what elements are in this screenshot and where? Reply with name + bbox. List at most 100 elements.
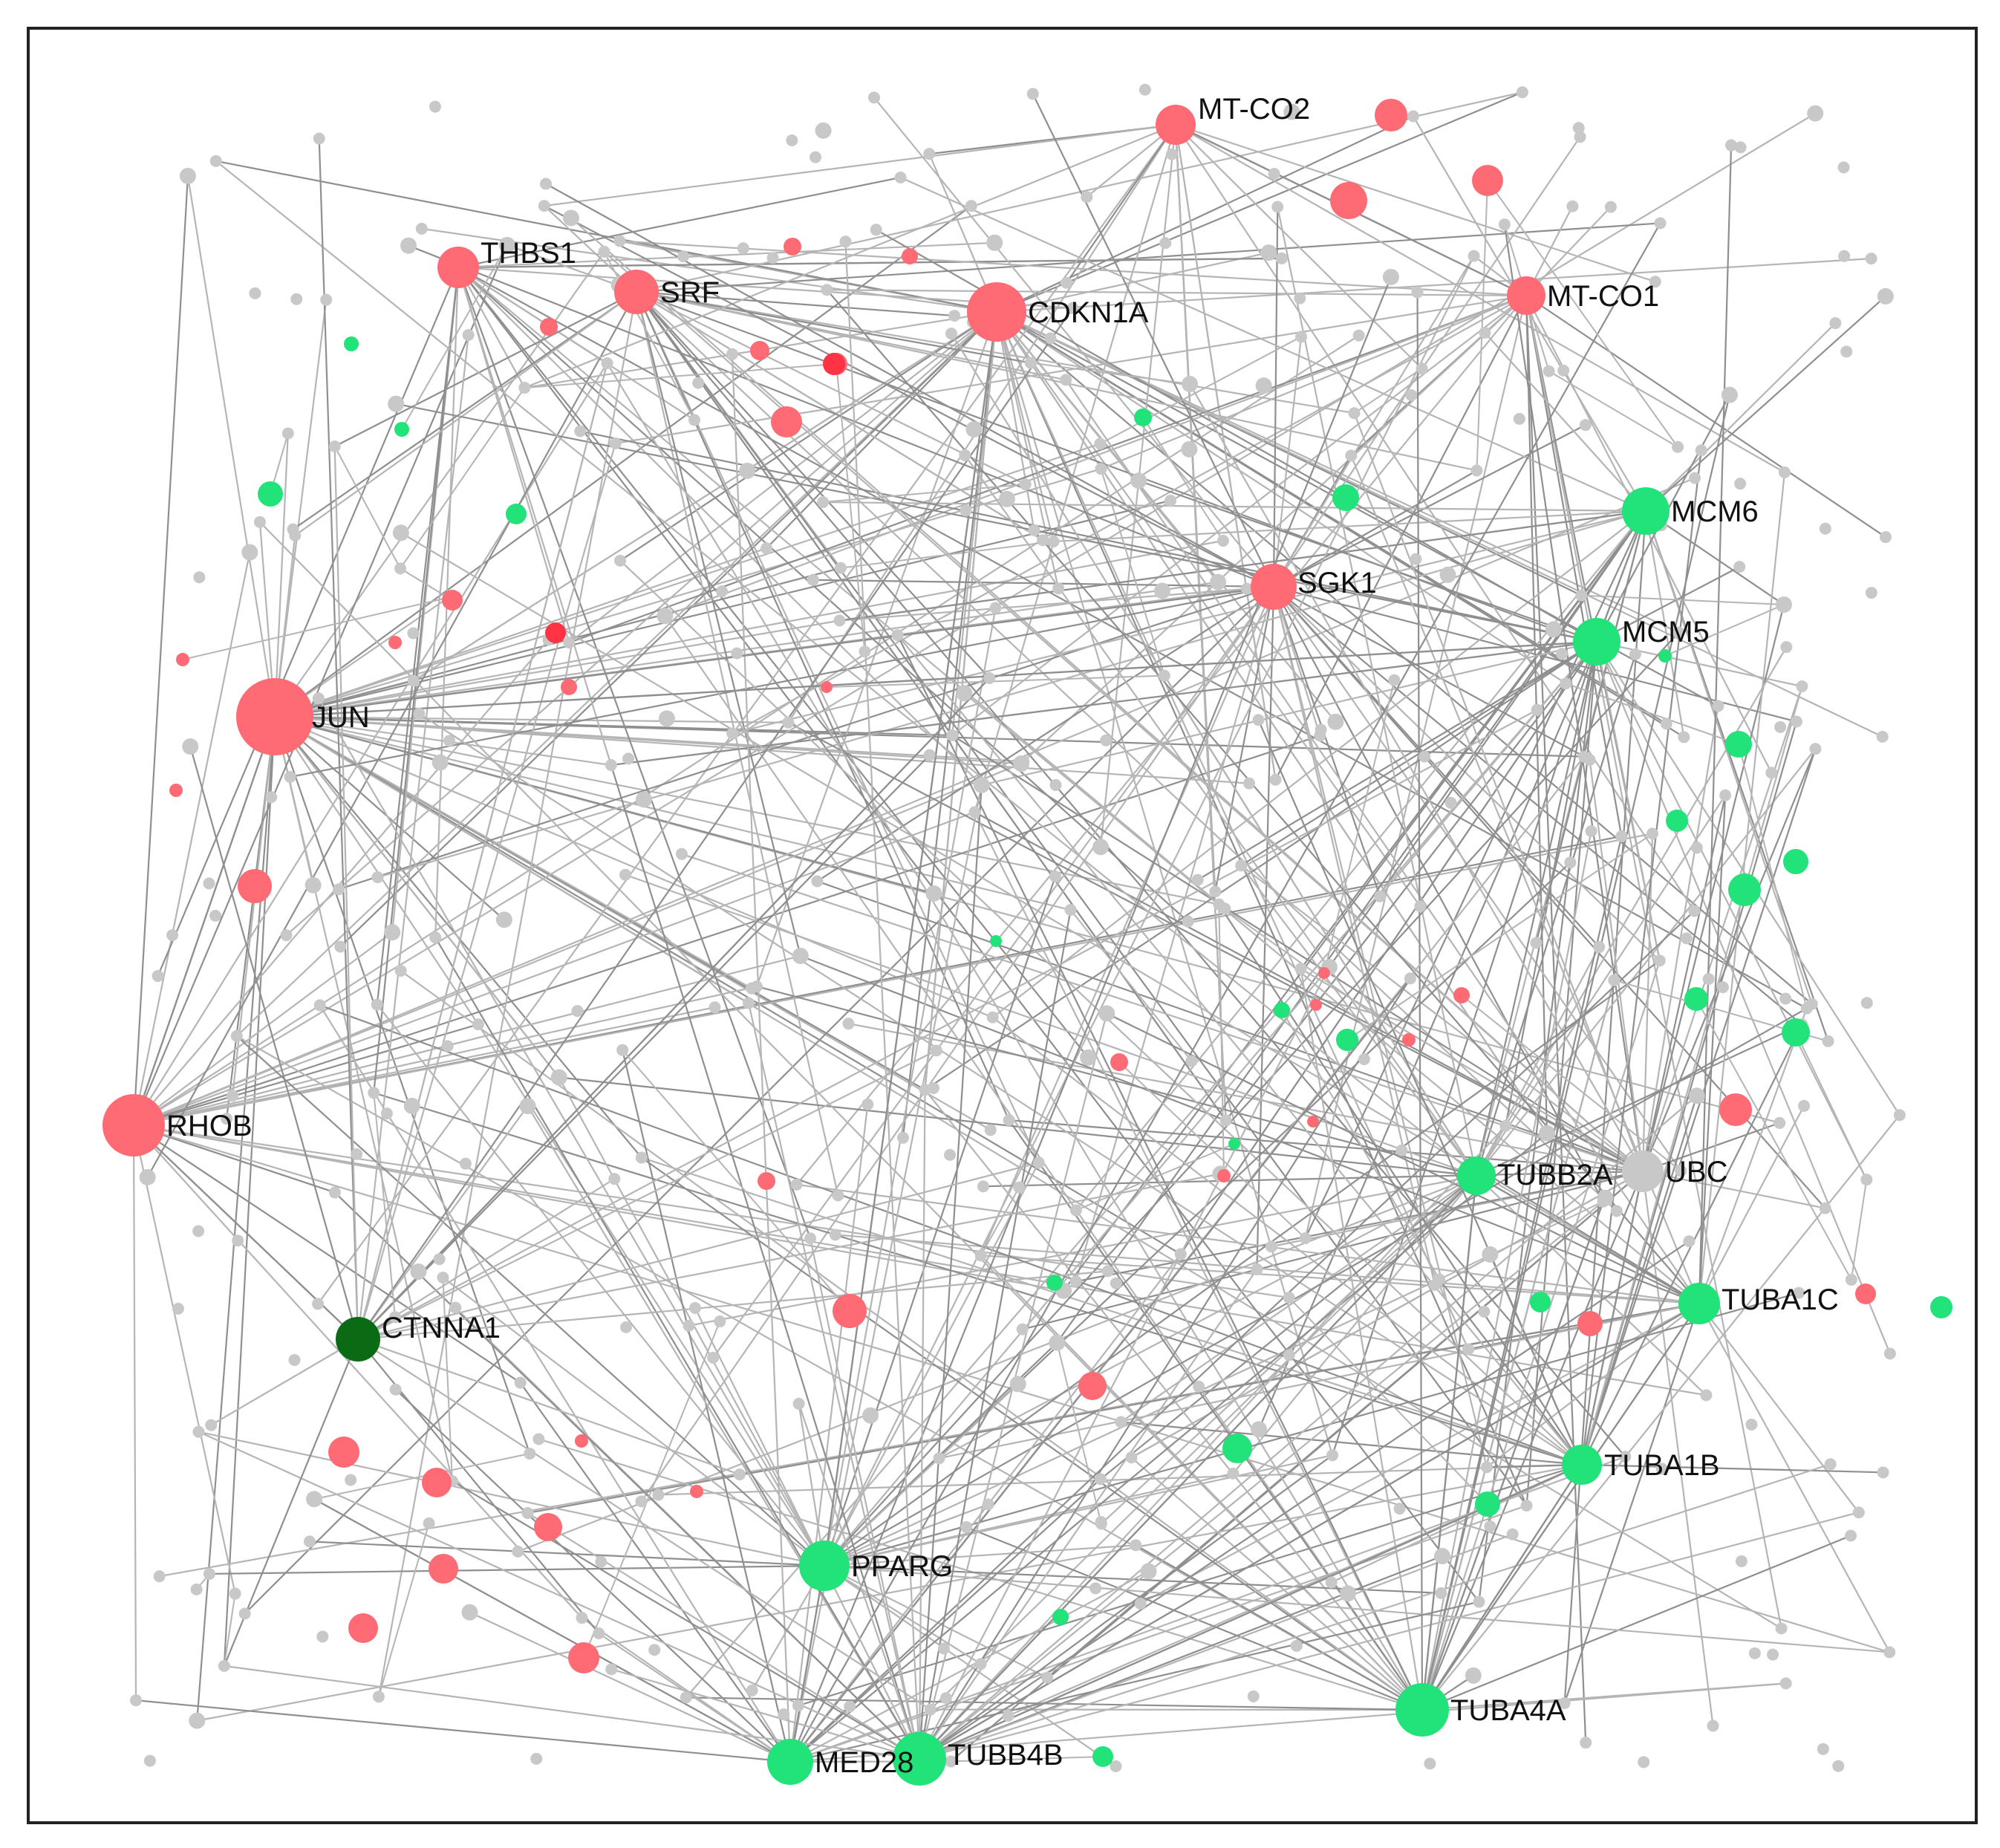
network-edge <box>824 1564 1890 1653</box>
network-edge <box>983 1170 1644 1188</box>
network-edge <box>182 596 449 660</box>
neutral-node <box>982 1498 994 1511</box>
network-edge <box>810 1238 921 1760</box>
neutral-node <box>1479 326 1491 339</box>
network-edge <box>789 1478 1101 1763</box>
network-edge <box>132 1125 236 1594</box>
neutral-node <box>1564 856 1577 869</box>
neutral-node <box>1796 680 1808 693</box>
downregulated-node <box>1658 649 1672 663</box>
neutral-node <box>1165 494 1177 507</box>
neutral-node <box>1800 1002 1813 1015</box>
network-edge <box>478 1024 825 1566</box>
node-label-rhob: RHOB <box>166 1110 253 1142</box>
network-edge <box>636 290 955 317</box>
neutral-node <box>609 437 622 449</box>
network-edge <box>1487 180 1678 448</box>
network-edge <box>694 1307 920 1760</box>
network-edge <box>1277 206 1478 1177</box>
downregulated-node <box>394 422 409 437</box>
neutral-node <box>1003 1114 1015 1127</box>
neutral-node <box>614 554 627 567</box>
neutral-node <box>731 647 743 660</box>
neutral-node <box>1773 1116 1786 1129</box>
neutral-node <box>792 947 809 964</box>
neutral-node <box>519 1098 536 1115</box>
network-edge <box>356 334 469 1340</box>
network-edge <box>1218 903 1410 1041</box>
network-edge <box>1525 641 1598 1506</box>
neutral-node <box>925 885 942 902</box>
network-edge <box>789 910 1696 1763</box>
network-edge <box>132 175 189 1126</box>
neutral-node <box>1530 937 1543 949</box>
downregulated-node <box>1475 1491 1500 1517</box>
network-edge <box>824 966 1330 1566</box>
neutral-node <box>1185 1055 1198 1067</box>
neutral-node <box>1013 1181 1026 1194</box>
neutral-node <box>859 645 871 658</box>
neutral-node <box>1013 755 1030 772</box>
neutral-node <box>429 100 441 113</box>
neutral-node <box>371 998 383 1011</box>
downregulated-node <box>344 336 359 351</box>
hub-node-mt-co1 <box>1507 276 1545 315</box>
network-edge <box>712 586 1274 1359</box>
neutral-node <box>1672 440 1684 453</box>
network-edge <box>610 1668 920 1760</box>
neutral-node <box>1498 218 1511 231</box>
hub-node-cdkn1a <box>967 282 1026 342</box>
neutral-node <box>1809 743 1822 755</box>
neutral-node <box>945 1755 957 1768</box>
node-label-med28: MED28 <box>815 1746 913 1779</box>
network-edge <box>835 363 866 652</box>
neutral-node <box>290 293 303 305</box>
neutral-node <box>1700 1389 1713 1402</box>
neutral-node <box>1619 1451 1632 1463</box>
downregulated-node <box>258 481 283 507</box>
neutral-node <box>1646 827 1659 840</box>
network-edge <box>1475 654 1637 1177</box>
network-edge <box>636 222 1661 293</box>
network-edge <box>1288 1297 1488 1505</box>
network-edge <box>919 1175 1477 1760</box>
network-edge <box>1273 256 1475 588</box>
network-edge <box>357 754 931 1340</box>
network-edge <box>1580 1095 1698 1465</box>
neutral-node <box>232 1234 244 1247</box>
neutral-node <box>1779 992 1792 1005</box>
neutral-node <box>218 1659 230 1672</box>
network-edge <box>1421 1175 1478 1711</box>
network-edge <box>896 634 1583 1465</box>
neutral-node <box>312 692 325 705</box>
network-edge <box>817 880 1644 1173</box>
neutral-node <box>1716 981 1729 994</box>
network-edge <box>273 433 289 718</box>
neutral-node <box>1028 524 1040 536</box>
network-edge <box>309 1540 825 1567</box>
network-edge <box>1644 510 1685 738</box>
upregulated-node <box>758 1172 775 1190</box>
neutral-node <box>524 1448 536 1460</box>
neutral-node <box>1531 703 1543 716</box>
neutral-node <box>1893 1109 1906 1122</box>
network-edge <box>313 1498 791 1763</box>
hub-node-ubc <box>1622 1151 1664 1192</box>
network-edge <box>1698 145 1733 1304</box>
neutral-node <box>867 91 880 104</box>
network-edge <box>919 1512 1860 1760</box>
upregulated-node <box>176 653 189 666</box>
neutral-node <box>1837 161 1850 174</box>
neutral-node <box>968 806 981 819</box>
network-edge <box>1642 1122 1780 1173</box>
network-edge <box>1197 641 1597 881</box>
network-edge <box>995 311 1035 531</box>
downregulated-node <box>1684 987 1708 1011</box>
neutral-node <box>306 1491 323 1508</box>
network-edge <box>1273 136 1581 588</box>
network-edge <box>919 966 1330 1760</box>
upregulated-node <box>348 1613 378 1643</box>
network-edge <box>963 692 1700 1304</box>
neutral-node <box>726 727 739 740</box>
network-edge <box>1580 748 1817 1465</box>
